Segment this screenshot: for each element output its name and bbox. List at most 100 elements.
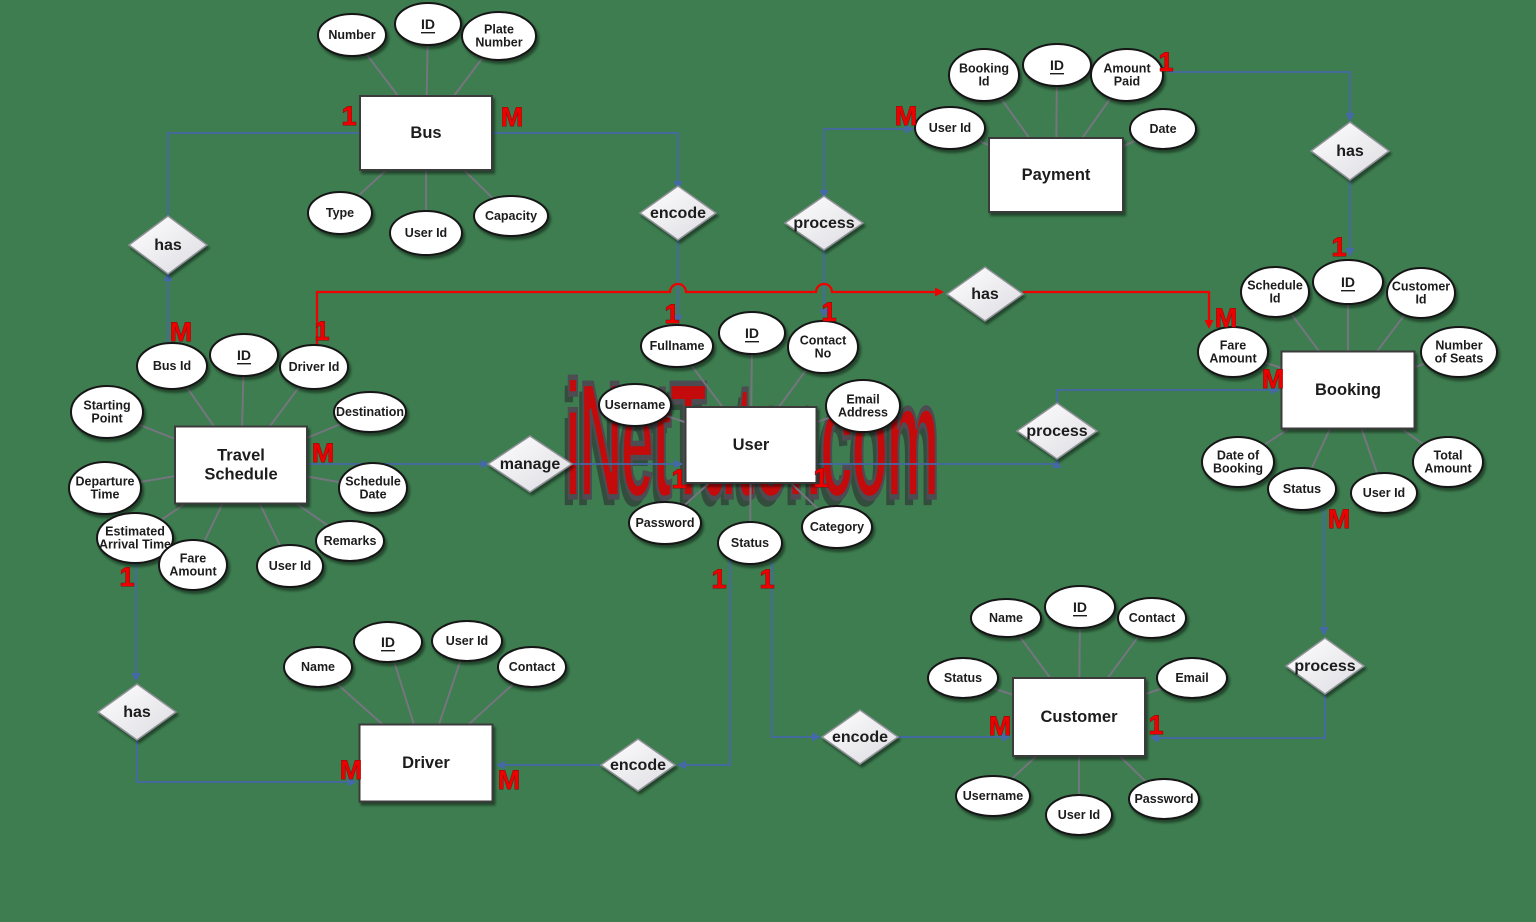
arrowhead-blue-18 [348,777,357,787]
cardinality-label-2: M [895,101,918,131]
attribute-label-booking-status: Status [1283,482,1321,496]
entity-label-customer: Customer [1040,708,1118,726]
attribute-label-travel-schedule-driver-id: Driver Id [289,360,340,374]
attribute-ellipse-bus-number [317,13,387,57]
relationship-line-blue-0 [167,132,360,218]
attribute-label-bus-capacity: Capacity [485,209,537,223]
attribute-ellipse-travel-schedule-fare-amount [158,539,228,591]
relationship-line-blue-13 [679,560,731,766]
attribute-ellipse-booking-total-amount [1412,436,1484,488]
cardinality-label-15: 1 [711,564,726,594]
relationship-diamond-has-payment-booking [1309,121,1391,181]
attribute-ellipse-customer-status [927,657,999,699]
attribute-ellipse-user-fullname [640,324,714,368]
attribute-ellipse-travel-schedule-driver-id [279,344,349,390]
attribute-label-user-password: Password [635,516,694,530]
attribute-label-customer-status: Status [944,671,982,685]
entity-box-payment [988,137,1124,213]
attribute-ellipse-booking-schedule-id [1240,266,1310,318]
relationship-line-blue-10 [1056,389,1277,403]
attribute-ellipse-travel-schedule-id [209,333,279,377]
cardinality-label-6: 1 [314,316,329,346]
cardinality-label-11: 1 [664,299,679,329]
attribute-ellipse-customer-password [1128,778,1200,820]
arrowhead-blue-5 [819,309,829,318]
relationship-line-blue-9 [817,461,1058,465]
attribute-ellipse-customer-contact [1117,597,1187,639]
attribute-ellipse-travel-schedule-bus-id [136,342,208,390]
arrowhead-blue-13 [1150,733,1159,743]
attribute-ellipse-driver-id [353,621,423,663]
attribute-ellipse-bus-id [394,2,462,46]
attribute-label-customer-username: Username [963,789,1023,803]
relationship-diamond-process-booking-customer [1284,637,1366,695]
relationship-line-blue-2 [492,132,679,186]
relationship-diamond-encode-user-customer [820,709,900,765]
attribute-ellipse-user-id [718,311,786,355]
attribute-ellipse-booking-fare-amount [1197,326,1269,378]
arrowhead-blue-19 [496,760,505,770]
arrowhead-blue-3 [819,190,829,199]
entity-label-user: User [733,436,770,454]
arrowhead-blue-14 [677,760,686,770]
cardinality-label-7: M [312,438,335,468]
arrowhead-blue-6 [1345,113,1355,122]
attribute-label-user-status: Status [731,536,769,550]
relationship-line-blue-4 [823,128,912,196]
relationship-line-red-1 [1023,290,1211,326]
attribute-ellipse-travel-schedule-departure-time [68,461,142,515]
arrowhead-blue-9 [674,459,683,469]
attribute-label-customer-password: Password [1134,792,1193,806]
attribute-label-driver-user-id: User Id [446,634,488,648]
attribute-label-payment-date: Date [1149,122,1176,136]
attribute-ellipse-bus-capacity [473,195,549,237]
attribute-ellipse-payment-user-id [914,106,986,150]
attribute-ellipse-payment-date [1129,108,1197,150]
arrowhead-blue-8 [481,459,490,469]
attribute-label-user-id: ID [745,325,759,341]
relationship-label-process-user-payment: process [793,215,854,232]
arrowhead-red-20 [935,287,944,297]
relationship-line-blue-17 [136,741,354,783]
attribute-label-travel-schedule-remarks: Remarks [324,534,377,548]
relationship-diamond-encode-driver-user [599,738,677,792]
relationship-label-has-schedule-driver: has [123,704,151,721]
attribute-ellipse-user-password [628,501,702,545]
arrowhead-red-21 [1204,320,1214,329]
entity-box-user [684,406,818,484]
attribute-label-user-username: Username [605,398,665,412]
attribute-label-customer-email: Email [1175,671,1208,685]
relationship-label-process-user-booking: process [1026,423,1087,440]
attribute-ellipse-customer-username [955,775,1031,817]
attribute-label-user-fullname: Fullname [650,339,705,353]
cardinality-label-5: M [170,317,193,347]
attribute-ellipse-driver-name [283,646,353,688]
attribute-label-bus-user-id: User Id [405,226,447,240]
cardinality-label-19: M [989,711,1012,741]
attribute-ellipse-travel-schedule-destination [333,391,407,433]
cardinality-label-10: M [1262,364,1285,394]
attribute-label-bus-id: ID [421,16,435,32]
relationship-diamond-has-schedule-booking [945,266,1025,322]
attribute-ellipse-travel-schedule-starting-point [70,385,144,439]
attribute-ellipse-bus-plate-number [461,11,537,61]
attribute-label-bus-number: Number [328,28,375,42]
attribute-label-travel-schedule-user-id: User Id [269,559,311,573]
relationship-line-blue-14 [771,562,819,738]
attribute-ellipse-payment-id [1022,43,1092,87]
relationship-label-process-booking-customer: process [1294,658,1355,675]
cardinality-label-3: 1 [1158,47,1173,77]
attribute-label-customer-id: ID [1073,599,1087,615]
attribute-ellipse-booking-status [1267,467,1337,511]
relationship-label-encode-user-customer: encode [832,729,888,746]
cardinality-label-13: 1 [671,464,686,494]
